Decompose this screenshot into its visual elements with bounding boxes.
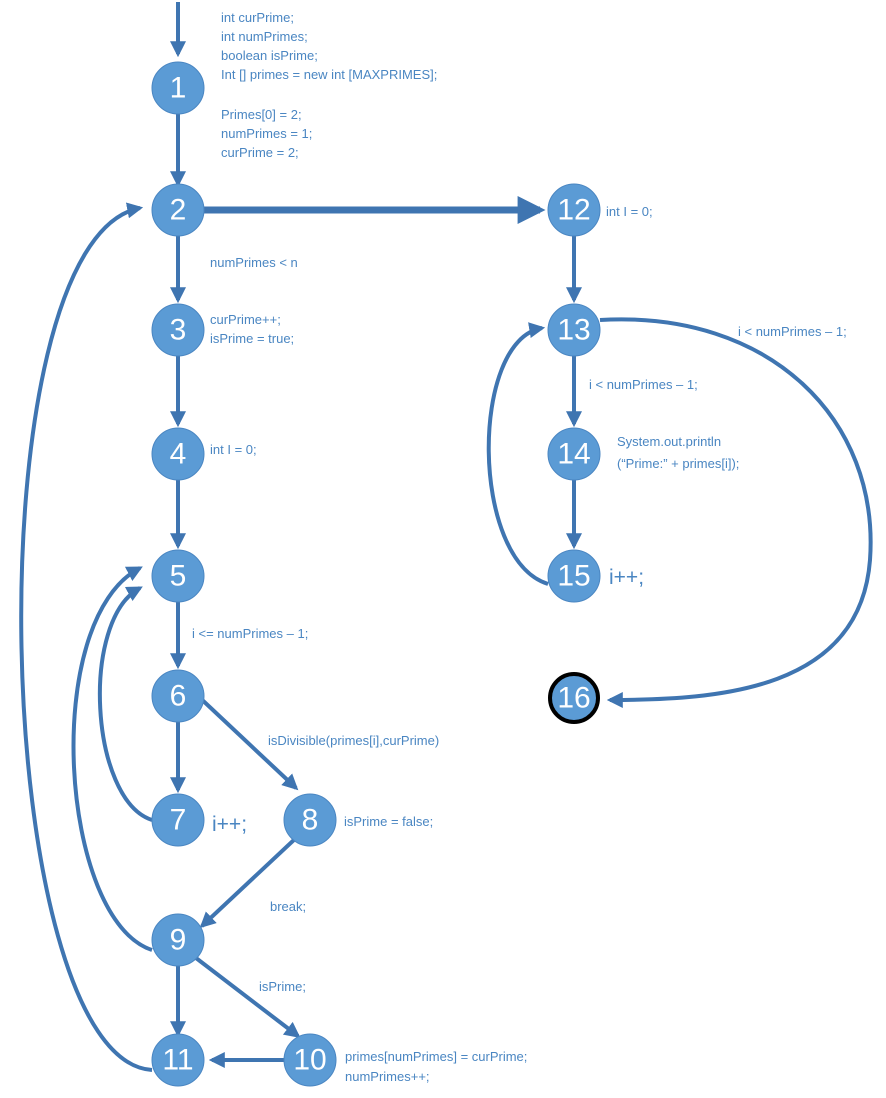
code-n4: int I = 0; <box>210 442 257 457</box>
code-n1-line-4: Int [] primes = new int [MAXPRIMES]; <box>221 67 437 82</box>
edge-7-5 <box>97 586 153 822</box>
edge-8-9 <box>199 836 298 929</box>
node-1-label: 1 <box>170 72 187 105</box>
edge-label-8-9: break; <box>270 899 306 914</box>
edges <box>19 2 873 1072</box>
node-16-label: 16 <box>557 682 590 715</box>
edge-label-9-10: isPrime; <box>259 979 306 994</box>
nodes: 1 2 3 4 5 6 7 8 9 10 11 12 13 14 15 16 <box>151 61 601 1087</box>
edge-15-13 <box>486 322 549 586</box>
edge-label-2-3: numPrimes < n <box>210 255 298 270</box>
code-n3-line-1: curPrime++; <box>210 312 281 327</box>
node-11-label: 11 <box>162 1044 193 1077</box>
node-15-label: 15 <box>557 560 590 593</box>
node-6-label: 6 <box>170 680 187 713</box>
node-2[interactable]: 2 <box>151 183 205 237</box>
code-n1-line-5: Primes[0] = 2; <box>221 107 302 122</box>
code-n1-line-7: curPrime = 2; <box>221 145 299 160</box>
node-11[interactable]: 11 <box>151 1033 205 1087</box>
edge-label-13-14: i < numPrimes – 1; <box>589 377 698 392</box>
node-13-label: 13 <box>557 314 590 347</box>
node-3[interactable]: 3 <box>151 303 205 357</box>
code-n10-line-1: primes[numPrimes] = curPrime; <box>345 1049 527 1064</box>
edge-6-8 <box>196 694 299 791</box>
node-5-label: 5 <box>170 560 187 593</box>
edge-label-5-6: i <= numPrimes – 1; <box>192 626 308 641</box>
node-8-label: 8 <box>302 804 319 837</box>
edge-9-5 <box>71 566 153 952</box>
node-3-label: 3 <box>170 314 187 347</box>
edge-13-16 <box>599 317 873 708</box>
code-n1-line-6: numPrimes = 1; <box>221 126 312 141</box>
node-7-label: 7 <box>170 804 187 837</box>
node-9[interactable]: 9 <box>151 913 205 967</box>
edge-labels: numPrimes < n i <= numPrimes – 1; isDivi… <box>192 255 847 994</box>
code-n15: i++; <box>609 566 644 589</box>
code-n10-line-2: numPrimes++; <box>345 1069 430 1084</box>
node-16-final[interactable]: 16 <box>548 672 600 724</box>
node-1[interactable]: 1 <box>151 61 205 115</box>
node-14-label: 14 <box>557 438 590 471</box>
code-n12: int I = 0; <box>606 204 653 219</box>
node-6[interactable]: 6 <box>151 669 205 723</box>
node-14[interactable]: 14 <box>547 427 601 481</box>
node-2-label: 2 <box>170 194 187 227</box>
node-10[interactable]: 10 <box>283 1033 337 1087</box>
code-n3-line-2: isPrime = true; <box>210 331 294 346</box>
code-n14-line-1: System.out.println <box>617 434 721 449</box>
code-n7: i++; <box>212 813 247 836</box>
code-n1-line-1: int curPrime; <box>221 10 294 25</box>
node-13[interactable]: 13 <box>547 303 601 357</box>
node-8[interactable]: 8 <box>283 793 337 847</box>
edge-label-6-8: isDivisible(primes[i],curPrime) <box>268 733 439 748</box>
code-n14-line-2: (“Prime:” + primes[i]); <box>617 456 739 471</box>
node-12[interactable]: 12 <box>547 183 601 237</box>
code-n1-line-2: int numPrimes; <box>221 29 308 44</box>
node-5[interactable]: 5 <box>151 549 205 603</box>
edge-11-2 <box>19 202 153 1072</box>
edge-9-10 <box>194 956 301 1038</box>
node-12-label: 12 <box>557 194 590 227</box>
node-code: int curPrime; int numPrimes; boolean isP… <box>210 10 739 1084</box>
node-9-label: 9 <box>170 924 187 957</box>
node-4[interactable]: 4 <box>151 427 205 481</box>
node-4-label: 4 <box>170 438 187 471</box>
node-10-label: 10 <box>293 1044 326 1077</box>
code-n8: isPrime = false; <box>344 814 433 829</box>
node-7[interactable]: 7 <box>151 793 205 847</box>
node-15[interactable]: 15 <box>547 549 601 603</box>
edge-label-13-16: i < numPrimes – 1; <box>738 324 847 339</box>
code-n1-line-3: boolean isPrime; <box>221 48 318 63</box>
